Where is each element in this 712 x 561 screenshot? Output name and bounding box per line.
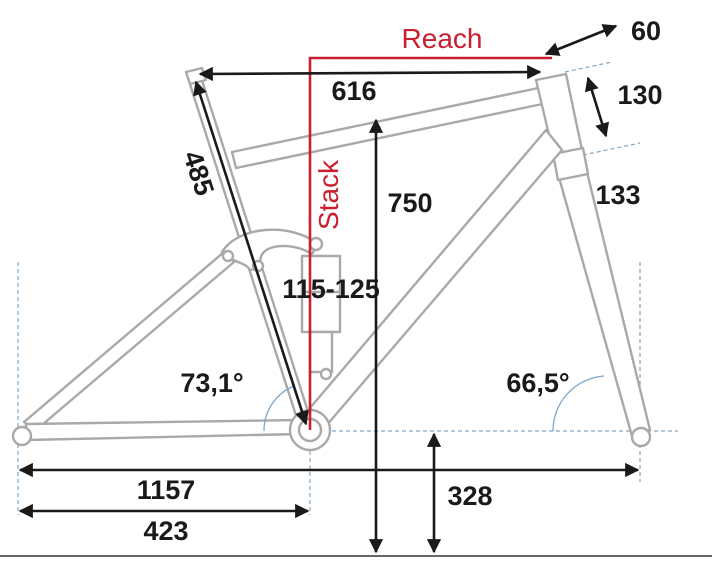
top-tube-label: 616 bbox=[331, 76, 376, 106]
reach-label: Reach bbox=[402, 23, 483, 54]
head-angle-arc bbox=[552, 375, 605, 432]
bb-drop-label: 328 bbox=[447, 481, 492, 511]
seat-clamp bbox=[184, 66, 208, 86]
rocker-pivot-top bbox=[308, 236, 324, 252]
chainstay-label: 423 bbox=[143, 516, 188, 546]
stack-reach-line bbox=[308, 56, 552, 430]
seat-tube-arrow bbox=[193, 80, 309, 426]
shock-label: 115-125 bbox=[282, 274, 380, 304]
rear-dropout bbox=[11, 425, 33, 447]
rocker-pivot-rear bbox=[221, 249, 235, 263]
stem-label: 60 bbox=[631, 16, 661, 46]
seat-angle-label: 73,1° bbox=[180, 368, 243, 398]
top-tube-arrow bbox=[198, 64, 542, 82]
seat-stay bbox=[22, 250, 236, 432]
rear-shock-shaft bbox=[308, 330, 334, 374]
standover-label: 750 bbox=[387, 188, 432, 218]
head-tube-arrow bbox=[584, 76, 610, 138]
head-angle-label: 66,5° bbox=[506, 368, 569, 398]
stem-arrow bbox=[544, 24, 618, 56]
front-dropout bbox=[630, 426, 652, 448]
chain-stay bbox=[24, 418, 302, 442]
stack-label: Stack bbox=[313, 159, 344, 230]
dimension-arrows bbox=[18, 24, 640, 554]
wheelbase-label: 1157 bbox=[137, 475, 196, 505]
fork-crown bbox=[551, 146, 590, 182]
head-tube-label: 130 bbox=[617, 80, 662, 110]
top-tube bbox=[230, 84, 554, 170]
fork-label: 133 bbox=[595, 180, 640, 210]
